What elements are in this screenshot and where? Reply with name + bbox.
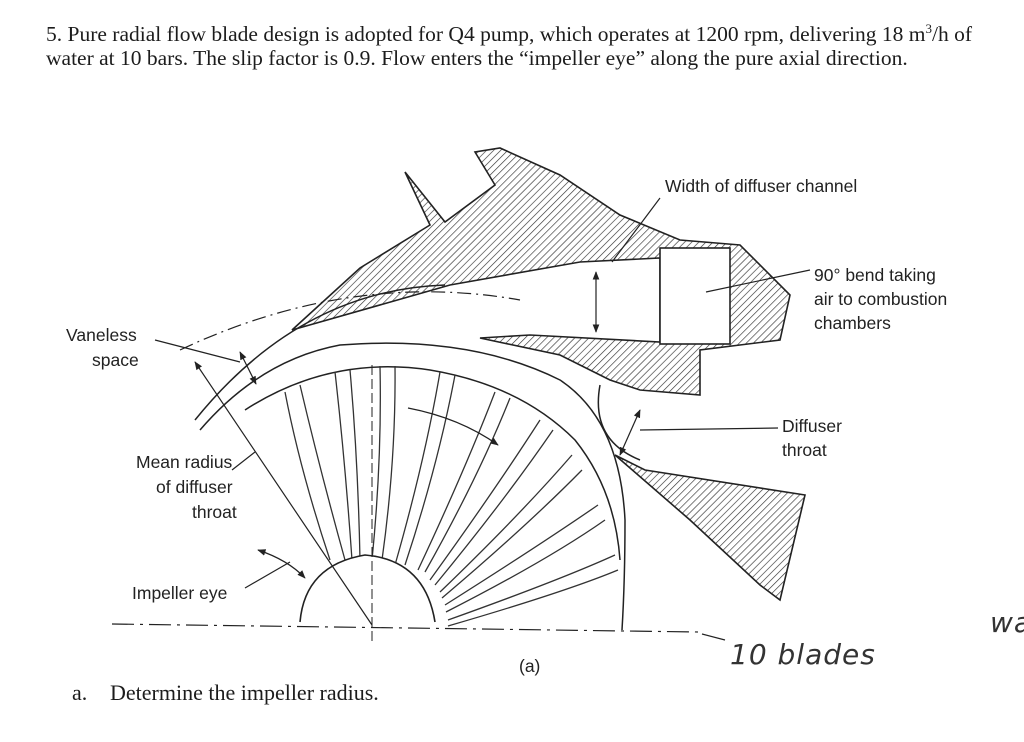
vaneless-outer-arc [194, 284, 446, 421]
bend-duct-box [659, 247, 731, 345]
label-vaneless-2: space [92, 350, 139, 370]
impeller-outer-arc [199, 342, 626, 631]
problem-statement: 5. Pure radial flow blade design is adop… [46, 22, 1011, 70]
question-a-text: Determine the impeller radius. [110, 680, 379, 705]
cubic-superscript: 3 [925, 20, 933, 36]
leader-mean-radius [231, 451, 256, 471]
handwritten-blade-note: 10 blades [730, 638, 876, 671]
margin-handwriting: wa [990, 606, 1024, 639]
lower-diffuser-vane [614, 454, 806, 602]
label-bend-1: 90° bend taking [814, 265, 936, 285]
throat-dimension [619, 409, 641, 456]
problem-number: 5. [46, 22, 63, 46]
leader-blades [701, 633, 726, 641]
label-mean-radius-1: Mean radius [136, 452, 233, 472]
diffuser-arc-right [597, 384, 641, 461]
impeller-blades [284, 365, 619, 627]
leader-impeller-eye [244, 561, 291, 589]
vaneless-space-dimension [239, 351, 257, 385]
problem-text-part2: /h of water at 10 bars. The slip factor … [46, 22, 973, 70]
leader-vaneless [154, 339, 241, 363]
impeller-eye-hub [299, 554, 436, 623]
label-throat-2: throat [782, 440, 827, 460]
mean-radius-dimension [194, 361, 373, 626]
leader-width [611, 197, 661, 263]
label-impeller-eye: Impeller eye [132, 583, 227, 603]
question-a: a. Determine the impeller radius. [72, 680, 379, 706]
label-throat-1: Diffuser [782, 416, 842, 436]
label-vaneless-1: Vaneless [66, 325, 137, 345]
label-bend-2: air to combustion [814, 289, 947, 309]
figure-caption: (a) [519, 656, 540, 676]
label-bend-3: chambers [814, 313, 891, 333]
question-a-letter: a. [72, 680, 88, 705]
impeller-inner-arc [244, 366, 621, 561]
impeller-eye-angle-arc [257, 549, 306, 579]
label-mean-radius-2: of diffuser [156, 477, 233, 497]
leader-bend [705, 269, 811, 293]
centerline [111, 623, 701, 633]
label-mean-radius-3: throat [192, 502, 237, 522]
leader-throat [639, 427, 779, 431]
problem-text-part1: Pure radial flow blade design is adopted… [67, 22, 926, 46]
label-width-diffuser: Width of diffuser channel [665, 176, 857, 196]
rotation-arrow [407, 407, 499, 446]
